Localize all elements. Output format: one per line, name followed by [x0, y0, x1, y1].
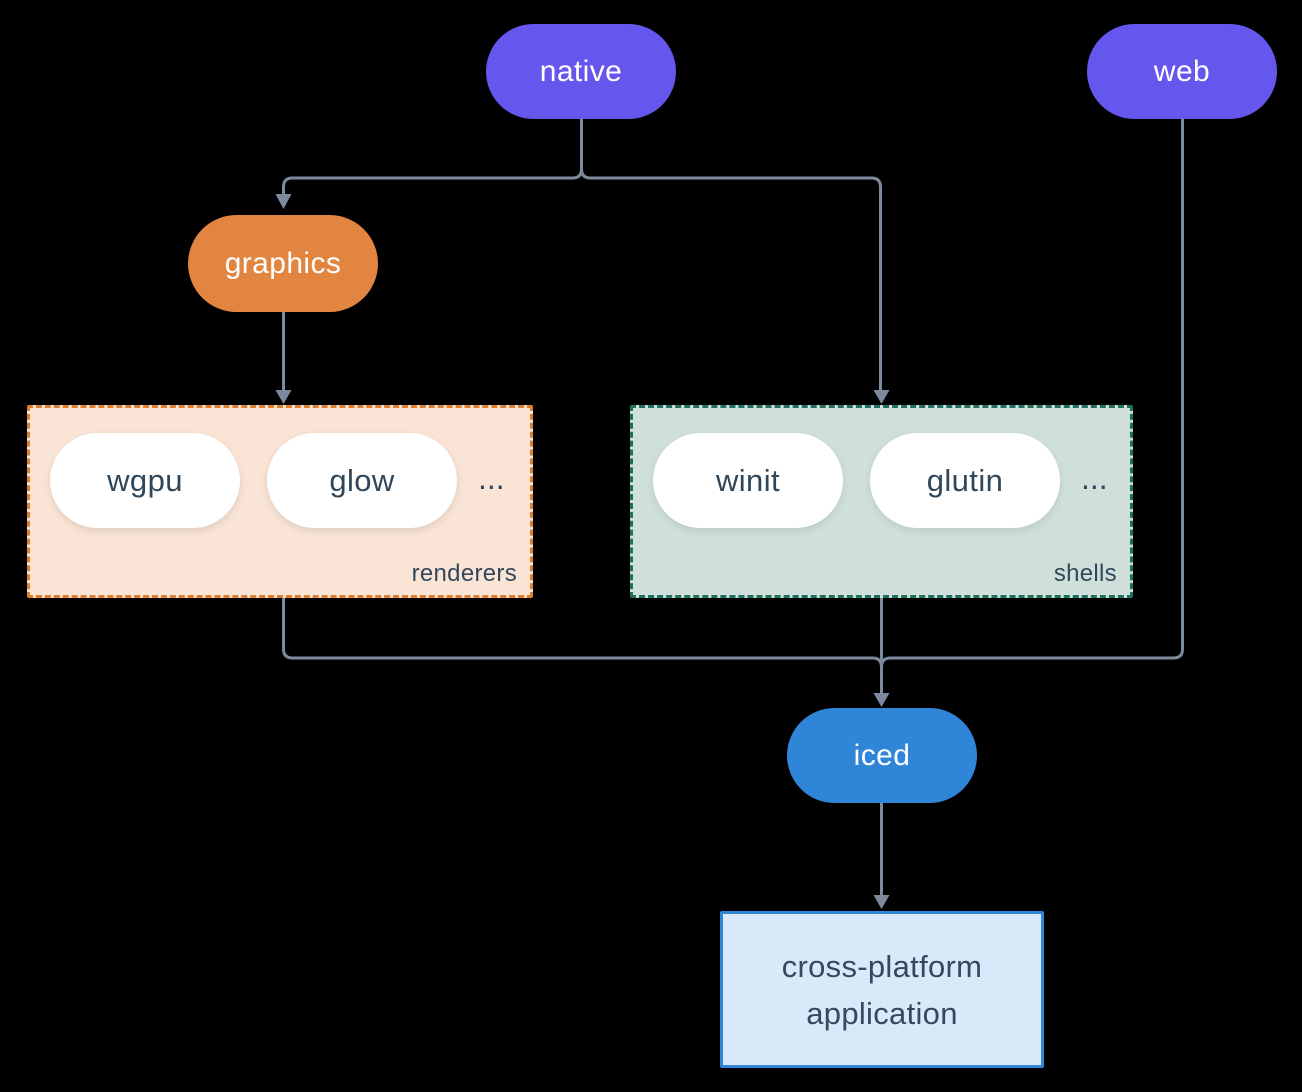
shells-ellipsis: ...	[1081, 460, 1108, 496]
app-label-line2: application	[806, 995, 958, 1031]
arrowhead-shells	[873, 390, 890, 404]
node-glow-label: glow	[329, 462, 395, 498]
node-glutin-label: glutin	[926, 462, 1004, 498]
renderers-ellipsis: ...	[478, 460, 505, 496]
edge-renderers-iced	[282, 598, 883, 668]
group-renderers-label: renderers	[411, 560, 517, 587]
node-glow: glow	[267, 433, 457, 528]
edge-native-graphics	[282, 118, 583, 196]
node-graphics-label: graphics	[224, 246, 342, 280]
node-wgpu-label: wgpu	[107, 462, 183, 498]
node-winit: winit	[653, 433, 843, 528]
node-native: native	[486, 24, 676, 119]
arrowhead-graphics	[275, 194, 292, 209]
node-graphics: graphics	[188, 215, 378, 312]
arrowhead-app	[873, 895, 890, 909]
app-label-line1: cross-platform	[781, 948, 983, 984]
arrowhead-iced	[873, 693, 890, 707]
node-cross-platform-application: cross-platform application	[720, 911, 1044, 1068]
node-web-label: web	[1153, 54, 1211, 88]
group-shells: winit glutin ... shells	[630, 405, 1133, 598]
node-web: web	[1087, 24, 1277, 119]
node-iced: iced	[787, 708, 977, 803]
node-winit-label: winit	[715, 462, 780, 498]
node-native-label: native	[539, 54, 623, 88]
arrowhead-renderers	[275, 390, 292, 404]
group-renderers: wgpu glow ... renderers	[27, 405, 533, 598]
node-iced-label: iced	[853, 738, 911, 772]
group-shells-label: shells	[1053, 560, 1117, 587]
node-wgpu: wgpu	[50, 433, 240, 528]
edge-native-shells	[580, 118, 882, 392]
node-glutin: glutin	[870, 433, 1060, 528]
